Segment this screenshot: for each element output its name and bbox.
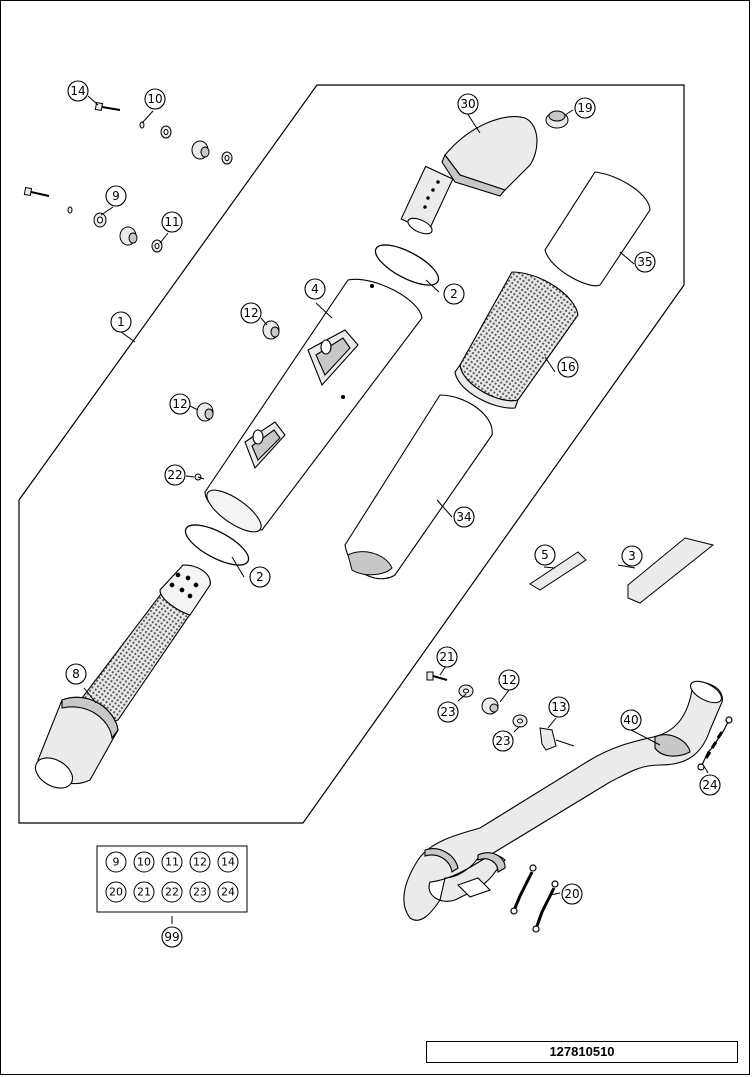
callout-21: 21	[439, 650, 454, 664]
leader-lines	[83, 95, 709, 924]
callout-circles	[65, 80, 721, 948]
callout-2-lower: 2	[256, 570, 264, 584]
callout-22: 22	[167, 468, 182, 482]
callout-11: 11	[164, 215, 179, 229]
callout-9: 9	[112, 189, 120, 203]
heat-shield-5	[529, 551, 587, 591]
callout-35: 35	[637, 255, 652, 269]
callout-10: 10	[147, 92, 162, 106]
mounting-hardware-group	[23, 101, 233, 253]
callout-24: 24	[702, 778, 717, 792]
kit-item-9: 9	[113, 856, 120, 869]
kit-item-14: 14	[221, 856, 235, 869]
callout-16: 16	[560, 360, 575, 374]
spring-parts	[510, 716, 733, 933]
kit-item-20: 20	[109, 886, 123, 899]
perforated-tube-16	[454, 271, 579, 409]
packing-34-opening	[347, 551, 393, 576]
kit-item-10: 10	[137, 856, 151, 869]
muffler-body-4	[204, 278, 423, 533]
inlet-pipe-8	[34, 564, 211, 789]
callout-19: 19	[577, 101, 592, 115]
callout-1: 1	[117, 315, 125, 329]
manifold-hardware-group	[426, 671, 575, 751]
callout-40: 40	[623, 713, 638, 727]
drawing-number: 127810510	[426, 1041, 738, 1063]
callout-5: 5	[541, 548, 549, 562]
kit-item-12: 12	[193, 856, 207, 869]
header-pipe-40	[403, 680, 723, 921]
callout-30: 30	[460, 97, 475, 111]
end-cap-part	[400, 116, 538, 235]
callout-34: 34	[456, 510, 471, 524]
callout-8: 8	[72, 667, 80, 681]
gasket-lower	[184, 524, 250, 566]
kit-item-22: 22	[165, 886, 179, 899]
callout-99: 99	[164, 930, 179, 944]
gasket-upper	[374, 244, 440, 286]
rubber-grommet-parts	[194, 320, 280, 481]
heat-shield-3	[627, 537, 715, 604]
kit-item-21: 21	[137, 886, 151, 899]
callout-2-upper: 2	[450, 287, 458, 301]
packing-34	[344, 394, 493, 580]
callout-12-middle: 12	[172, 397, 187, 411]
kit-box: 9 10 11 12 14 20 21 22 23 24	[96, 845, 248, 913]
kit-item-24: 24	[221, 886, 235, 899]
assembly-boundary	[18, 84, 685, 824]
callout-12-upper: 12	[243, 306, 258, 320]
callout-20: 20	[564, 887, 579, 901]
callout-14: 14	[70, 84, 85, 98]
callout-23-right: 23	[495, 734, 510, 748]
callout-23-left: 23	[440, 705, 455, 719]
callout-3: 3	[628, 549, 636, 563]
callout-12-lower: 12	[501, 673, 516, 687]
kit-item-23: 23	[193, 886, 207, 899]
insulation-sleeve-35	[544, 171, 651, 287]
plug-part	[545, 110, 569, 129]
kit-item-11: 11	[165, 856, 179, 869]
callout-4: 4	[311, 282, 319, 296]
callout-13: 13	[551, 700, 566, 714]
